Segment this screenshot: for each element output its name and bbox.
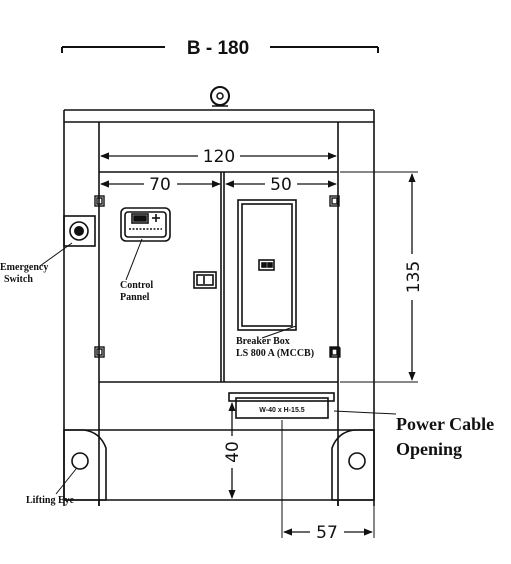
dim-left-panel: 70 bbox=[100, 175, 221, 195]
leader-lines bbox=[39, 238, 397, 495]
breaker-box-label-line1: Breaker Box bbox=[236, 336, 290, 347]
emergency-switch bbox=[63, 215, 96, 247]
control-panel-module bbox=[120, 207, 171, 242]
dim-right-panel: 50 bbox=[225, 175, 337, 195]
dim-120-label: 120 bbox=[203, 147, 235, 167]
dim-135-label: 135 bbox=[404, 261, 424, 293]
control-panel-label-line1: Control bbox=[120, 280, 153, 291]
dim-height: 135 bbox=[340, 171, 424, 383]
enclosure-outline bbox=[63, 109, 375, 506]
dim-40-label: 40 bbox=[223, 441, 243, 463]
top-lifting-ring bbox=[210, 86, 230, 107]
power-cable-label-line1: Power Cable bbox=[396, 414, 494, 434]
emergency-switch-label-line1: Emergency bbox=[0, 262, 48, 273]
dim-70-label: 70 bbox=[149, 175, 171, 195]
base-skid-left bbox=[63, 429, 107, 501]
cable-size-label: W-40 x H-15.5 bbox=[259, 407, 304, 414]
title-group: B - 180 bbox=[61, 38, 379, 59]
control-panel-label-line2: Pannel bbox=[120, 292, 150, 303]
door-handle bbox=[193, 271, 217, 289]
emergency-switch-label-line2: Switch bbox=[4, 274, 33, 285]
base-skid-right bbox=[331, 429, 375, 501]
door-hinges bbox=[94, 195, 340, 358]
dim-inner-width: 120 bbox=[100, 147, 337, 167]
power-cable-label-line2: Opening bbox=[396, 439, 462, 459]
page-title: B - 180 bbox=[187, 38, 249, 59]
lifting-eye-label: Lifting Eye bbox=[26, 495, 75, 506]
dim-offset: 57 bbox=[281, 420, 375, 543]
breaker-box-label-line2: LS 800 A (MCCB) bbox=[236, 348, 314, 359]
dim-57-label: 57 bbox=[316, 523, 338, 543]
dim-50-label: 50 bbox=[270, 175, 292, 195]
dim-bottom-height: 40 bbox=[223, 402, 243, 499]
breaker-box bbox=[237, 199, 297, 331]
power-cable-opening: W-40 x H-15.5 bbox=[228, 392, 335, 419]
callout-labels: Emergency Switch Control Pannel Breaker … bbox=[0, 262, 494, 506]
